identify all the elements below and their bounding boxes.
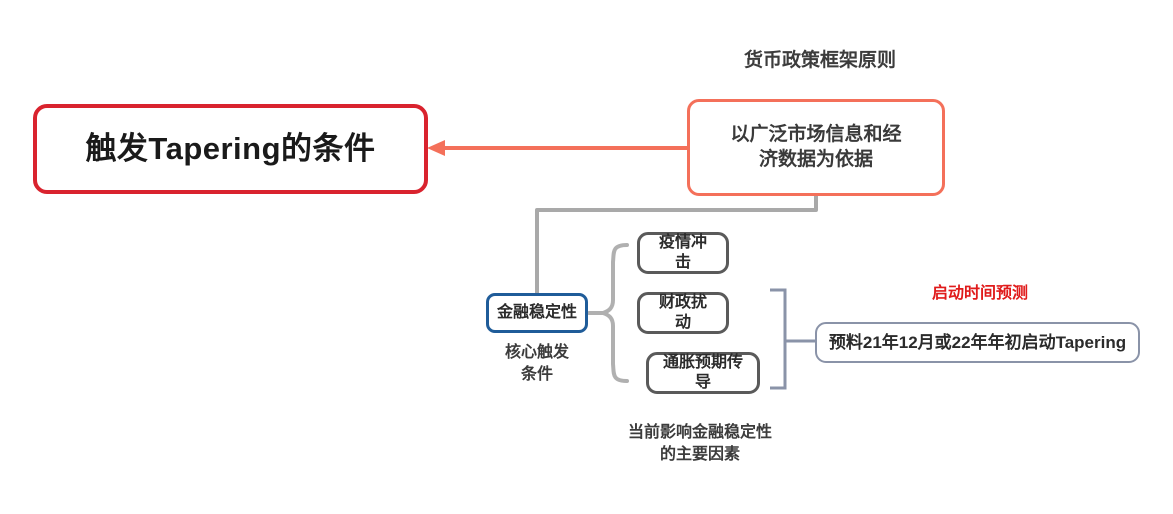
node-policy-basis[interactable]: 以广泛市场信息和经 济数据为依据 — [687, 99, 945, 196]
node-tapering-timing-prediction[interactable]: 预料21年12月或22年年初启动Tapering — [815, 322, 1140, 363]
node-factor-fiscal-disturbance[interactable]: 财政扰动 — [637, 292, 729, 334]
bracket-factors-to-prediction — [770, 288, 787, 390]
caption-core-trigger-condition: 核心触发 条件 — [504, 344, 569, 383]
node-factor-epidemic-shock[interactable]: 疫情冲击 — [637, 232, 729, 274]
caption-policy-framework-principle: 货币政策框架原则 — [743, 50, 896, 71]
arrowhead-into-root — [427, 140, 445, 156]
brace-stability-to-factors — [601, 243, 629, 383]
caption-main-factors-note: 当前影响金融稳定性 的主要因素 — [627, 424, 772, 463]
caption-launch-timing-forecast: 启动时间预测 — [931, 285, 1028, 302]
node-factor-inflation-expectation[interactable]: 通胀预期传导 — [646, 352, 760, 394]
node-root-trigger-conditions[interactable]: 触发Tapering的条件 — [33, 104, 428, 194]
node-financial-stability[interactable]: 金融稳定性 — [486, 293, 588, 333]
